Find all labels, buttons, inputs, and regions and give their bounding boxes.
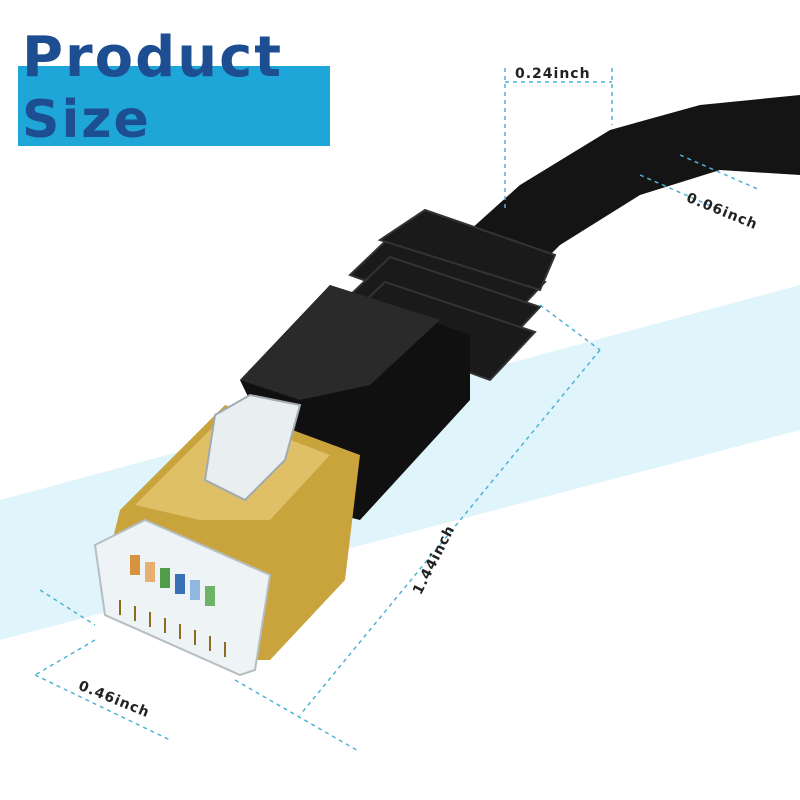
- dimension-cable-width: 0.24inch: [515, 66, 591, 82]
- title-size: Size: [22, 90, 151, 150]
- banner-bar: [18, 66, 330, 146]
- dimension-guides: [34, 68, 761, 753]
- clear-latch: [203, 393, 302, 502]
- title-banner: [18, 28, 330, 146]
- flat-cable: [470, 95, 800, 285]
- colored-wires: [130, 555, 215, 606]
- title-product: Product: [22, 25, 284, 90]
- gold-pins: [119, 600, 226, 657]
- plug-top: [240, 285, 440, 400]
